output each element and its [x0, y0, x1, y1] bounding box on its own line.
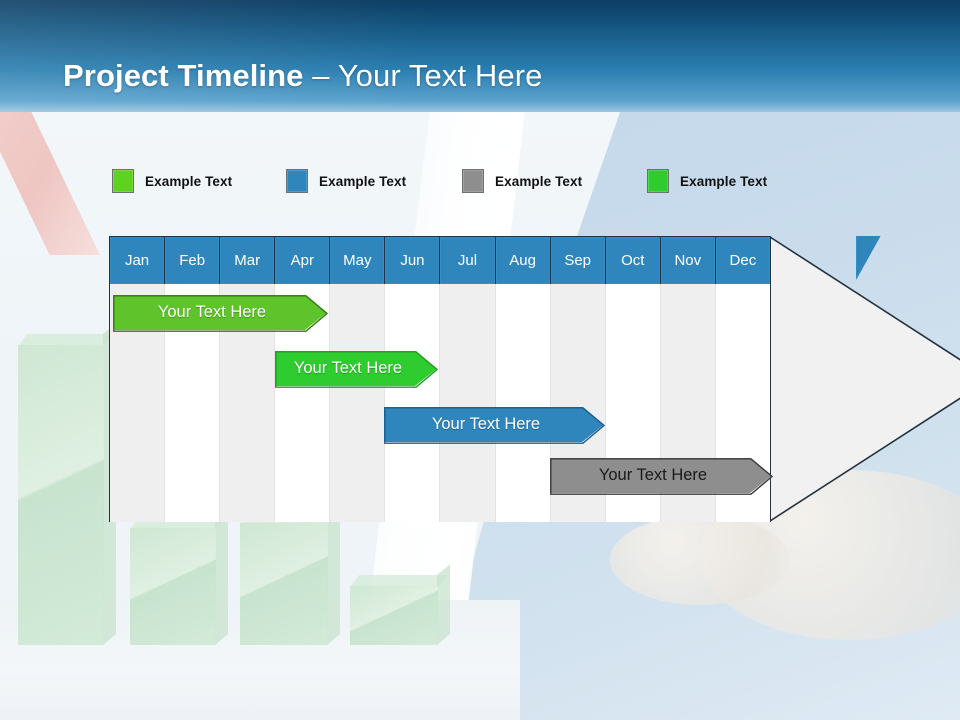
task-bar-outline-icon: [384, 407, 606, 444]
header-sheen: [0, 0, 960, 112]
square-swatch-gray-icon: [462, 169, 484, 193]
month-header-nov[interactable]: Nov: [660, 237, 716, 284]
timeline-task-bars: Your Text Here Your Text Here Your Text …: [109, 236, 881, 522]
page-title: Project Timeline – Your Text Here: [63, 58, 542, 94]
legend-item-label: Example Text: [319, 173, 407, 189]
task-bar-2[interactable]: Your Text Here: [275, 351, 439, 388]
background-green-bar-1: [18, 323, 116, 645]
timeline-chart: Jan Feb Mar Apr May Jun Jul Aug Sep Oct …: [109, 236, 960, 524]
task-bar-3[interactable]: Your Text Here: [384, 407, 606, 444]
bar-front-face: [130, 528, 216, 645]
task-bar-shape: [550, 458, 772, 493]
month-header-sep[interactable]: Sep: [550, 237, 606, 284]
bar-front-face: [18, 345, 104, 645]
task-bar-shape: [113, 295, 327, 330]
month-header-mar[interactable]: Mar: [220, 237, 276, 284]
timeline-column-aug: [495, 284, 551, 522]
task-bar-shape: [275, 351, 437, 386]
task-bar-label: Your Text Here: [598, 466, 708, 484]
task-bar-outline-icon: [113, 295, 329, 332]
bar-front-face: [350, 586, 438, 645]
square-swatch-green-icon: [112, 169, 134, 193]
legend: Example Text Example Text Example Text E…: [112, 169, 872, 195]
legend-item-4[interactable]: Example Text: [647, 169, 767, 193]
task-bar-label: Your Text Here: [293, 359, 403, 377]
legend-item-3[interactable]: Example Text: [462, 169, 582, 193]
month-header-jul[interactable]: Jul: [440, 237, 496, 284]
task-bar-4[interactable]: Your Text Here: [550, 458, 774, 495]
month-header-aug[interactable]: Aug: [495, 237, 551, 284]
bar-front-face: [240, 523, 328, 645]
timeline-column-may: [330, 284, 386, 522]
task-bar-shape: [384, 407, 604, 442]
task-bar-outline-icon: [550, 458, 774, 495]
task-bar-label: Your Text Here: [431, 415, 541, 433]
square-swatch-blue-icon: [286, 169, 308, 193]
timeline-column-jul: [440, 284, 496, 522]
page-title-dash: –: [303, 58, 338, 93]
background-hand-blob-center: [610, 515, 790, 605]
background-green-bar-2: [130, 506, 228, 645]
page-title-strong: Project Timeline: [63, 58, 304, 93]
legend-item-1[interactable]: Example Text: [112, 169, 232, 193]
month-header-jun[interactable]: Jun: [385, 237, 441, 284]
month-header-dec[interactable]: Dec: [715, 237, 770, 284]
month-header-apr[interactable]: Apr: [275, 237, 331, 284]
bar-side-face: [215, 506, 228, 645]
timeline-column-jun: [385, 284, 441, 522]
month-header-oct[interactable]: Oct: [605, 237, 661, 284]
slide-header-band: [0, 0, 960, 112]
legend-item-label: Example Text: [495, 173, 583, 189]
legend-item-2[interactable]: Example Text: [286, 169, 406, 193]
square-swatch-green-icon: [647, 169, 669, 193]
task-bar-label: Your Text Here: [157, 303, 267, 321]
background-green-bar-3: [240, 501, 340, 645]
month-header-jan[interactable]: Jan: [110, 237, 166, 284]
legend-item-label: Example Text: [145, 173, 233, 189]
timeline-month-header-row: Jan Feb Mar Apr May Jun Jul Aug Sep Oct …: [110, 237, 770, 284]
page-title-light: Your Text Here: [337, 58, 543, 93]
background-green-bar-4: [350, 564, 450, 645]
month-header-feb[interactable]: Feb: [165, 237, 221, 284]
bar-side-face: [437, 564, 450, 645]
task-bar-outline-icon: [275, 351, 439, 388]
month-header-may[interactable]: May: [330, 237, 386, 284]
task-bar-1[interactable]: Your Text Here: [113, 295, 329, 332]
legend-item-label: Example Text: [680, 173, 768, 189]
timeline-arrow-head: [769, 236, 960, 522]
